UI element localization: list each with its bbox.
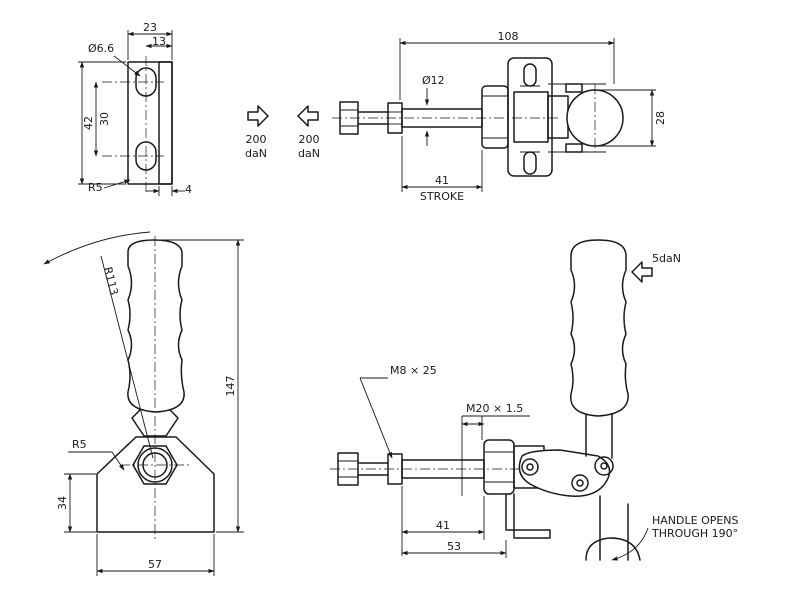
base-plate-view: 23 13 Ø6.6 42 30 R5 4: [78, 21, 192, 196]
dim-13: 13: [152, 35, 166, 48]
mounting-plate-top: [507, 57, 553, 177]
link-block-top: [513, 91, 549, 143]
bracket-foot: [505, 493, 551, 539]
handle-grip-end: [127, 239, 185, 413]
thread-m8: M8 × 25: [390, 364, 437, 377]
handle-lower: [599, 495, 629, 561]
dim-4: 4: [185, 183, 192, 196]
force-arrow-left: [297, 105, 319, 127]
link-plate-side: [518, 449, 611, 497]
stroke-label: STROKE: [420, 190, 464, 203]
force-unit-right: daN: [298, 147, 320, 160]
dim-147: 147: [224, 376, 237, 397]
force-arrow-right: [247, 105, 269, 127]
thread-m20: M20 × 1.5: [466, 402, 523, 415]
force-5-dan: 5daN: [652, 252, 681, 265]
top-view: 108 Ø12 28 41 STROKE: [332, 30, 667, 203]
dim-53: 53: [447, 540, 461, 553]
dim-42: 42: [82, 116, 95, 130]
handle-note-line2: THROUGH 190°: [651, 527, 738, 540]
force-value-left: 200: [246, 133, 267, 146]
dim-41-side: 41: [436, 519, 450, 532]
force-value-right: 200: [299, 133, 320, 146]
dim-34: 34: [56, 496, 69, 510]
dim-phi-12: Ø12: [422, 74, 445, 87]
dim-phi-6-6: Ø6.6: [88, 42, 114, 55]
force-arrow-handle: [631, 261, 653, 283]
base-plate-front: [127, 61, 173, 185]
dim-23: 23: [143, 21, 157, 34]
body-nut-side: [483, 439, 515, 495]
dim-28: 28: [654, 111, 667, 125]
handle-grip-side: [570, 239, 629, 417]
dim-57: 57: [148, 558, 162, 571]
force-indicator: 200 daN 200 daN: [245, 105, 320, 160]
dim-41-stroke: 41: [435, 174, 449, 187]
dim-r5-top: R5: [88, 181, 103, 194]
body-nut-top: [481, 85, 509, 149]
handle-shank: [585, 411, 613, 459]
force-unit-left: daN: [245, 147, 267, 160]
link-arm-top: [547, 95, 569, 139]
side-view: 5daN M8 × 25 M20 × 1.5 41 53 HANDLE OPEN…: [330, 239, 739, 561]
end-view: R113 147 R5 34 57: [43, 231, 244, 576]
base-block-end: [96, 436, 215, 533]
handle-note-line1: HANDLE OPENS: [652, 514, 739, 527]
dim-r5-bottom: R5: [72, 438, 87, 451]
dim-r113: R113: [101, 266, 121, 297]
dim-108: 108: [498, 30, 519, 43]
base-plate-side: [158, 61, 173, 185]
dim-30: 30: [98, 112, 111, 126]
